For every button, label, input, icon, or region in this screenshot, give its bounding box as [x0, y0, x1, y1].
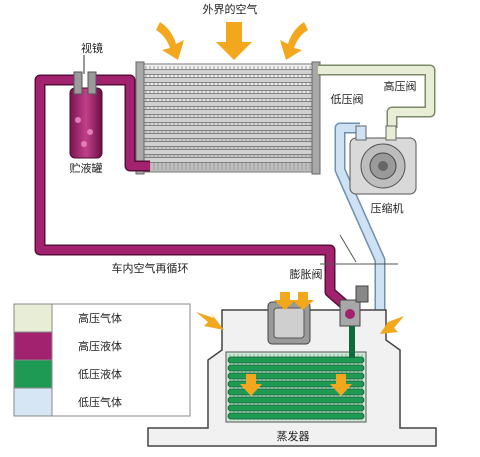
legend-swatch-high-pressure-liquid: [13, 331, 53, 361]
evaporator-tube: [227, 372, 365, 380]
condenser-tube: [139, 157, 317, 163]
legend-label-high-pressure-gas: 高压气体: [78, 311, 122, 325]
compressor-label: 压缩机: [371, 201, 404, 215]
cabin-recirculation-label: 车内空气再循环: [112, 261, 189, 275]
condenser-tube: [139, 101, 317, 107]
condenser-tube: [139, 93, 317, 99]
legend-item-low-pressure-liquid: 低压液体: [13, 359, 122, 389]
legend-swatch-low-pressure-gas: [13, 387, 53, 417]
legend: 高压气体 高压液体 低压液体 低压气体: [13, 303, 191, 417]
air-arrow-blower-right: [380, 316, 404, 334]
high-pressure-liquid-line: [34, 74, 349, 310]
evaporator-tube: [227, 388, 365, 396]
legend-label-low-pressure-liquid: 低压液体: [78, 367, 122, 381]
air-arrow-top-2: [292, 292, 314, 310]
evaporator-tube: [227, 396, 365, 404]
receiver-drier: [69, 71, 103, 159]
outside-air-label: 外界的空气: [203, 2, 258, 16]
air-arrow-top-1: [274, 292, 296, 310]
sight-glass-label: 视镜: [81, 41, 103, 55]
legend-label-low-pressure-gas: 低压气体: [78, 395, 122, 409]
evaporator-tube: [227, 356, 365, 364]
legend-swatch-low-pressure-liquid: [13, 359, 53, 389]
condenser: [135, 61, 321, 175]
condenser-tube: [139, 109, 317, 115]
expansion-valve-label: 膨胀阀: [290, 267, 323, 281]
evaporator-label: 蒸发器: [277, 429, 310, 443]
condenser-tube: [139, 141, 317, 147]
evaporator-tube: [227, 412, 365, 420]
air-arrow-right: [280, 22, 308, 60]
air-arrow-evap-1: [240, 374, 262, 396]
expansion-valve: [339, 285, 369, 327]
condenser-tube: [139, 85, 317, 91]
air-arrow-left: [156, 22, 184, 60]
evaporator-tubes: [227, 356, 365, 420]
high-pressure-valve-label: 高压阀: [384, 79, 417, 93]
receiver-drier-label: 贮液罐: [70, 161, 103, 175]
outside-air-arrows: [156, 22, 308, 60]
compressor: [349, 125, 417, 195]
evaporator-tube: [227, 380, 365, 388]
legend-swatch-high-pressure-gas: [13, 303, 53, 333]
air-arrow-evap-2: [330, 374, 352, 396]
condenser-tube: [139, 149, 317, 155]
condenser-tube: [139, 133, 317, 139]
legend-item-high-pressure-gas: 高压气体: [13, 303, 122, 333]
air-arrow-middle: [216, 22, 252, 60]
cabin-airflow-arrows: [196, 292, 404, 396]
condenser-tube: [139, 117, 317, 123]
low-pressure-valve-label: 低压阀: [331, 92, 364, 106]
legend-item-high-pressure-liquid: 高压液体: [13, 331, 122, 361]
legend-item-low-pressure-gas: 低压气体: [13, 387, 122, 417]
legend-label-high-pressure-liquid: 高压液体: [78, 339, 122, 353]
condenser-tube: [139, 77, 317, 83]
evaporator-tube: [227, 364, 365, 372]
condenser-tube: [139, 125, 317, 131]
air-arrow-blower-left: [196, 312, 224, 330]
evaporator-tube: [227, 404, 365, 412]
condenser-tube: [139, 69, 317, 75]
